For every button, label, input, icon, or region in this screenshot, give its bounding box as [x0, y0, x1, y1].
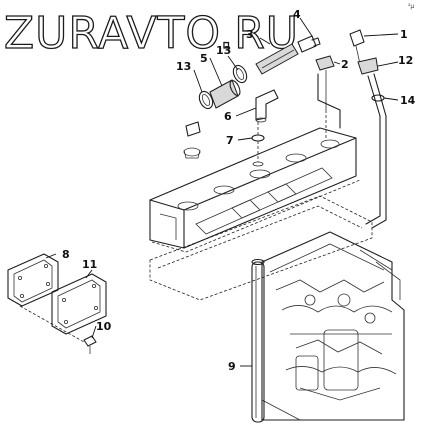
leader-lines [45, 17, 399, 367]
callout-9: 9 [228, 360, 236, 373]
part-11-plate [51, 273, 107, 335]
callout-13-mid: 13 [216, 44, 231, 57]
corner-mark: ²µ [408, 3, 414, 10]
callout-numbers: 1 2 3 4 5 6 7 8 9 10 11 12 13 13 14 [62, 8, 416, 373]
part-2-tee [315, 55, 335, 140]
part-5-cylinder [209, 79, 241, 109]
callout-6: 6 [224, 110, 232, 123]
callout-13-left: 13 [176, 60, 191, 73]
part-10-bolt [83, 335, 97, 354]
part-13-clamp-mid [232, 64, 248, 84]
callout-14: 14 [400, 94, 416, 107]
cover-fittings [183, 121, 201, 159]
engine-block [261, 231, 405, 421]
breather-pipe [317, 73, 387, 229]
callout-7: 7 [226, 134, 234, 147]
part-8-plate [7, 253, 59, 307]
part-1-nozzle [349, 29, 365, 65]
part-9-tube [251, 258, 265, 423]
callout-3: 3 [246, 28, 254, 41]
plate-assembly-path [19, 305, 85, 343]
part-7-ring [251, 122, 265, 167]
valve-cover [149, 127, 361, 253]
callout-10: 10 [96, 320, 112, 333]
part-4-fitting [297, 35, 321, 53]
part-12-elbow [357, 57, 379, 75]
callout-1: 1 [400, 28, 408, 41]
valve-cover-gasket [149, 195, 373, 301]
callout-4: 4 [293, 8, 301, 21]
callout-2: 2 [341, 58, 349, 71]
part-3-hose [255, 43, 299, 75]
callout-8: 8 [62, 248, 70, 261]
callout-5: 5 [200, 52, 208, 65]
part-6-elbow [255, 89, 279, 123]
watermark-text: ZURAVTO.RU [4, 8, 299, 59]
callout-11: 11 [82, 258, 97, 271]
callout-12: 12 [398, 54, 413, 67]
